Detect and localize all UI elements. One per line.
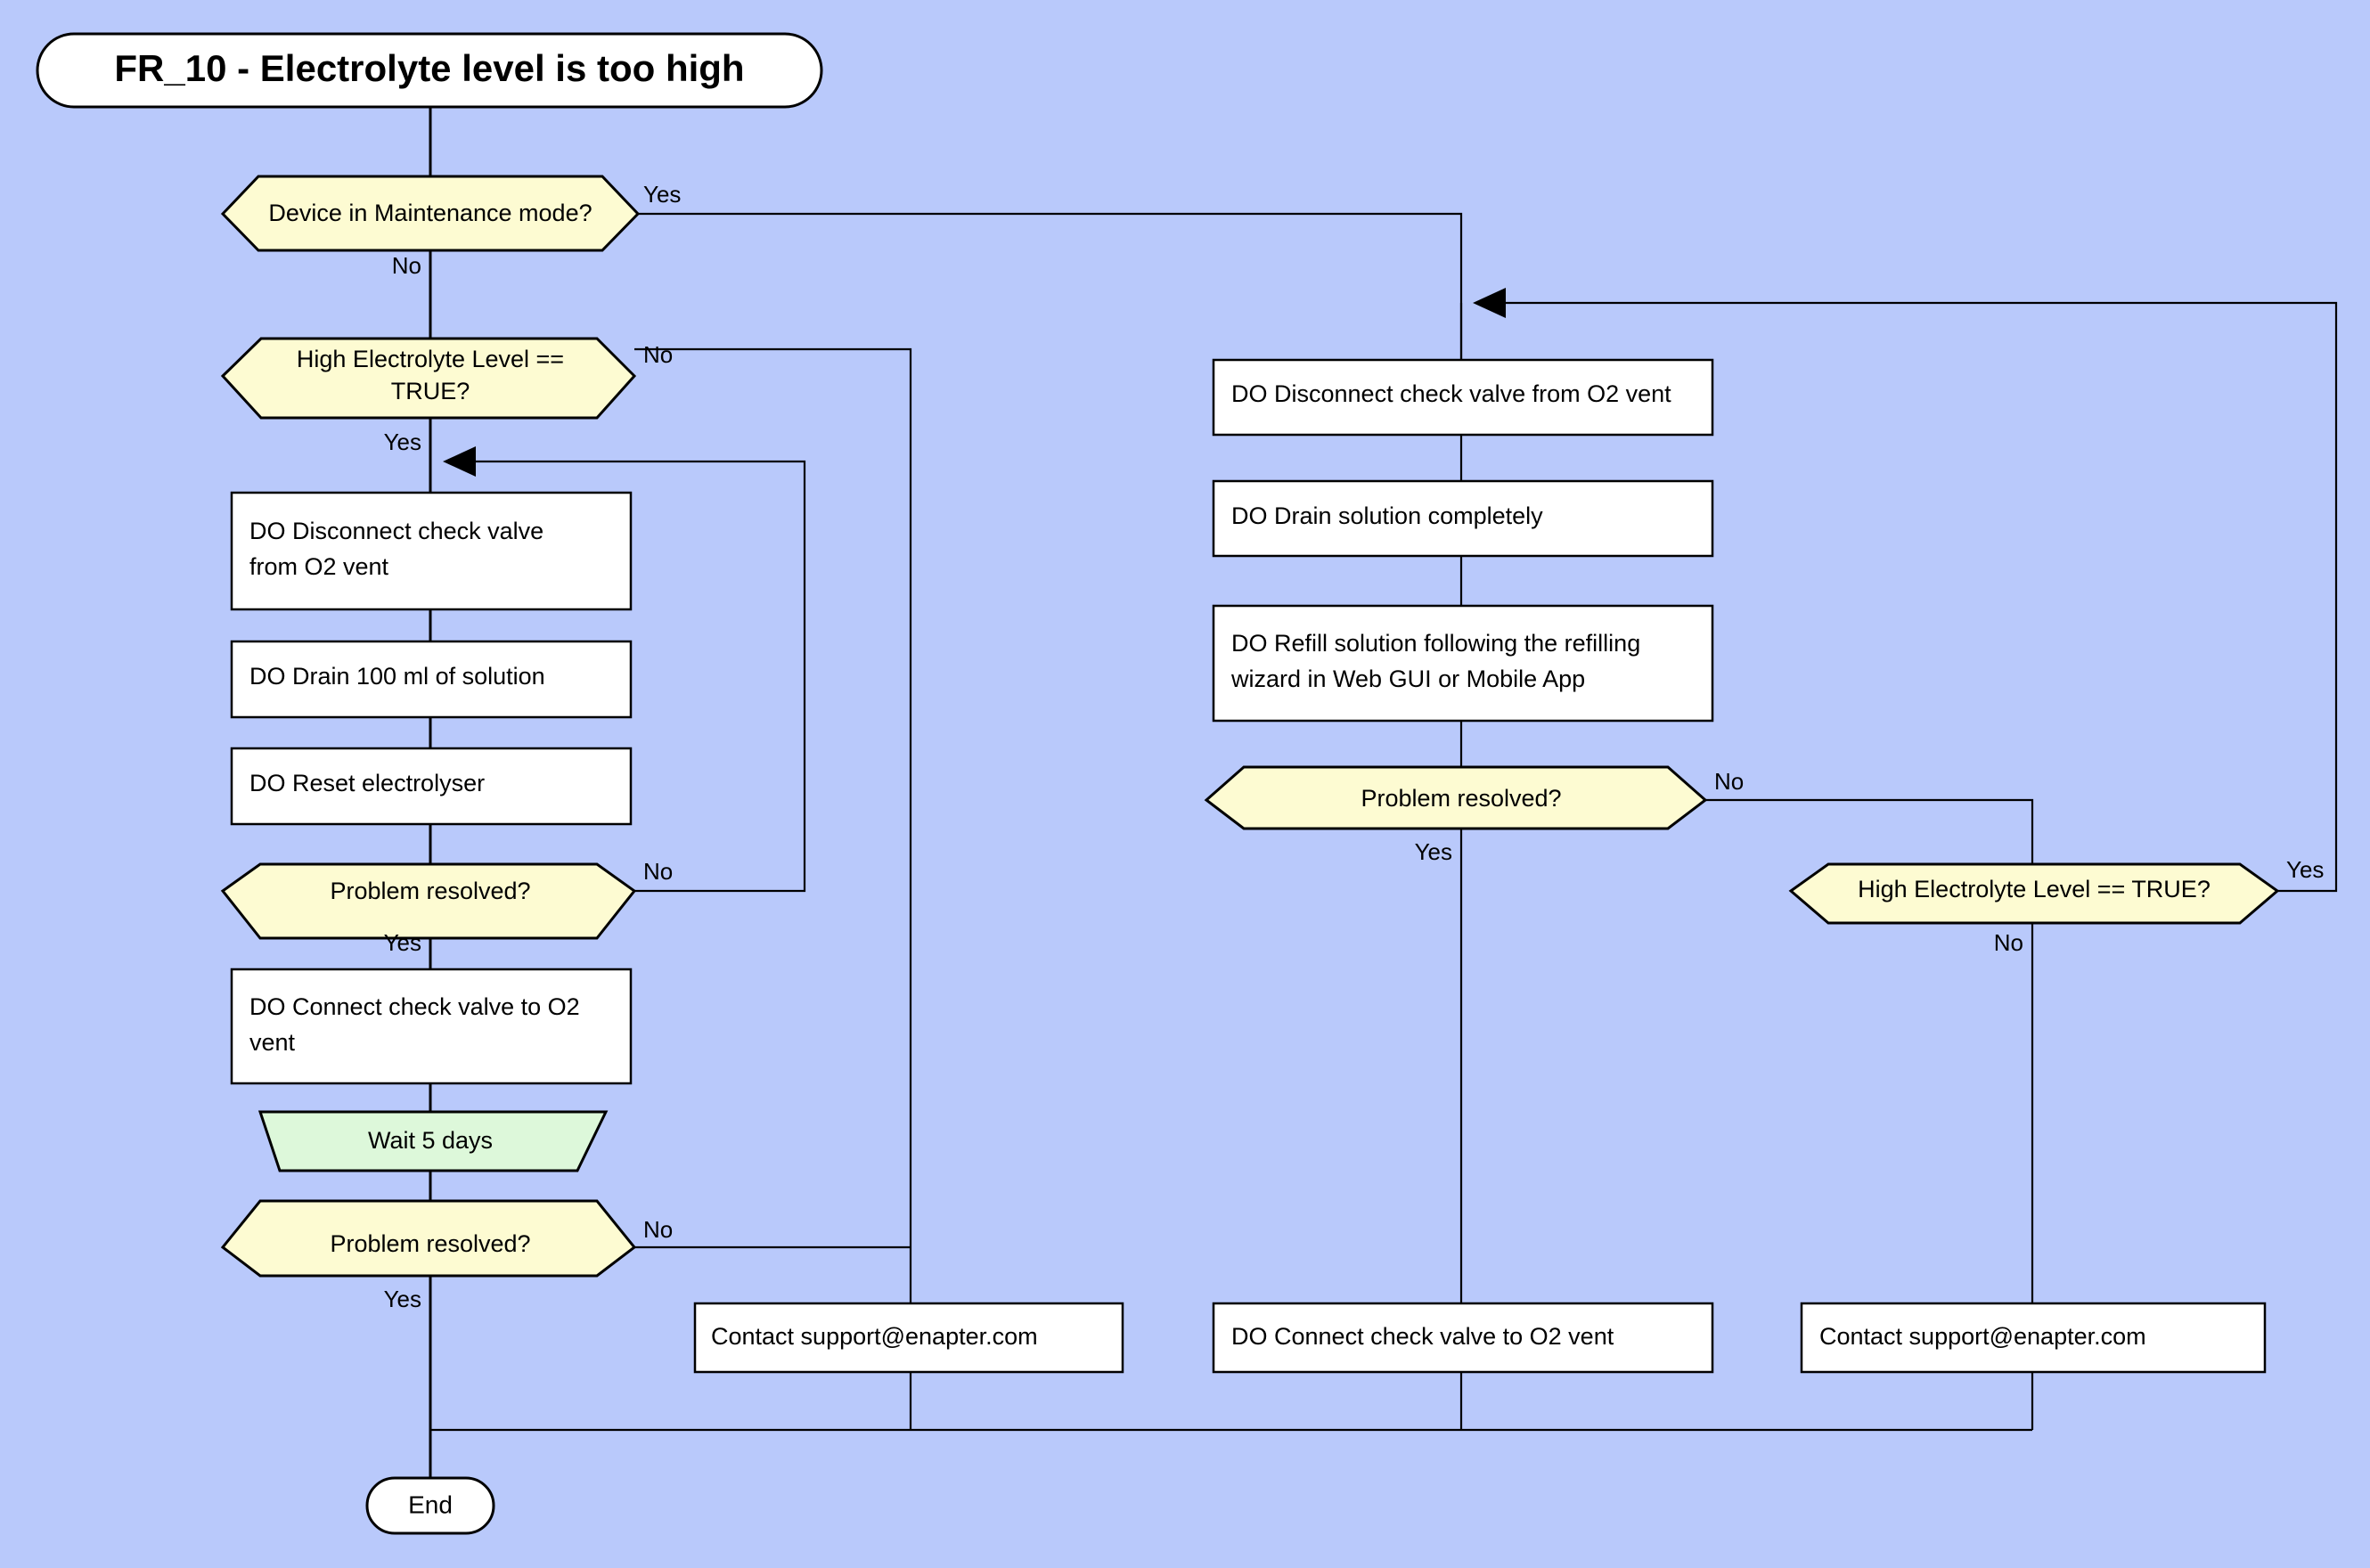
refill-solution-line2: wizard in Web GUI or Mobile App (1230, 666, 1585, 692)
disconnect-left-shape (230, 491, 633, 611)
edge-high-right-yes-loop (1475, 301, 2338, 893)
problem-resolved-1-label: Problem resolved? (330, 878, 530, 904)
contact-support-right-label: Contact support@enapter.com (1819, 1323, 2146, 1350)
connect-left-line1: DO Connect check valve to O2 (249, 993, 580, 1020)
refill-solution-shape (1212, 604, 1714, 723)
reset-electrolyser-shape (230, 747, 633, 826)
edge-label-resolved3-yes: Yes (1415, 838, 1452, 865)
node-reset-electrolyser[interactable]: DO Reset electrolyser (230, 747, 633, 826)
node-disconnect-right[interactable]: DO Disconnect check valve from O2 vent (1212, 358, 1714, 437)
node-contact-support-right[interactable]: Contact support@enapter.com (1800, 1302, 2267, 1374)
node-problem-resolved-3[interactable]: Problem resolved? (1204, 765, 1708, 830)
edge-resolved1-no-loop (445, 460, 806, 893)
disconnect-right-shape (1212, 358, 1714, 437)
high-electrolyte-left-line1: High Electrolyte Level == (297, 346, 564, 372)
edge-label-resolved2-yes: Yes (384, 1286, 421, 1312)
arrowhead-resolved1-loop (443, 446, 476, 477)
edge-label-high-left-yes: Yes (384, 429, 421, 455)
high-electrolyte-left-line2: TRUE? (391, 378, 470, 404)
end-shape (365, 1476, 495, 1535)
wait-5-days-label: Wait 5 days (368, 1127, 493, 1154)
refill-solution-line1: DO Refill solution following the refilli… (1231, 630, 1640, 657)
high-electrolyte-left-shape (220, 337, 637, 420)
high-electrolyte-right-shape (1788, 862, 2280, 925)
reset-electrolyser-label: DO Reset electrolyser (249, 770, 485, 796)
end-label: End (408, 1490, 453, 1518)
contact-support-left-shape (693, 1302, 1124, 1374)
edge-label-resolved3-no: No (1714, 768, 1744, 795)
connect-right-shape (1212, 1302, 1714, 1374)
node-connect-left[interactable]: DO Connect check valve to O2 vent (230, 968, 633, 1085)
edge-label-resolved2-no: No (643, 1216, 673, 1243)
disconnect-right-label: DO Disconnect check valve from O2 vent (1231, 380, 1671, 407)
contact-support-right-shape (1800, 1302, 2267, 1374)
drain-completely-shape (1212, 479, 1714, 558)
node-wait-5-days[interactable]: Wait 5 days (257, 1110, 609, 1172)
node-drain-completely[interactable]: DO Drain solution completely (1212, 479, 1714, 558)
device-maintenance-label: Device in Maintenance mode? (268, 200, 592, 226)
drain-completely-label: DO Drain solution completely (1231, 502, 1543, 529)
connect-left-line2: vent (249, 1029, 296, 1056)
device-maintenance-shape (220, 175, 641, 252)
problem-resolved-2-label: Problem resolved? (330, 1230, 530, 1257)
edge-high-left-no (634, 347, 912, 1303)
edge-maintenance-yes (638, 212, 1463, 360)
edge-label-resolved1-no: No (643, 858, 673, 885)
edge-label-high-right-no: No (1994, 929, 2023, 956)
problem-resolved-3-shape (1204, 765, 1708, 830)
node-connect-right[interactable]: DO Connect check valve to O2 vent (1212, 1302, 1714, 1374)
node-problem-resolved-2[interactable]: Problem resolved? (220, 1199, 637, 1278)
node-end[interactable]: End (365, 1476, 495, 1535)
node-drain-100ml[interactable]: DO Drain 100 ml of solution (230, 640, 633, 719)
node-high-electrolyte-right-decision[interactable]: High Electrolyte Level == TRUE? (1788, 862, 2280, 925)
drain-100ml-shape (230, 640, 633, 719)
edge-label-high-right-yes: Yes (2286, 856, 2324, 883)
node-problem-resolved-1[interactable]: Problem resolved? (220, 862, 637, 940)
edge-label-maintenance-yes: Yes (643, 181, 681, 208)
problem-resolved-3-label: Problem resolved? (1361, 785, 1561, 812)
start-label: FR_10 - Electrolyte level is too high (114, 47, 744, 89)
connect-right-label: DO Connect check valve to O2 vent (1231, 1323, 1614, 1350)
disconnect-left-line1: DO Disconnect check valve (249, 518, 543, 544)
wait-5-days-shape (257, 1110, 609, 1172)
edge-label-maintenance-no: No (392, 252, 421, 279)
node-disconnect-left[interactable]: DO Disconnect check valve from O2 vent (230, 491, 633, 611)
connect-left-shape (230, 968, 633, 1085)
node-contact-support-left[interactable]: Contact support@enapter.com (693, 1302, 1124, 1374)
node-device-maintenance-decision[interactable]: Device in Maintenance mode? (220, 175, 641, 252)
arrowhead-right-loop (1473, 288, 1506, 318)
problem-resolved-2-shape (220, 1199, 637, 1278)
start-shape (36, 32, 823, 109)
node-start[interactable]: FR_10 - Electrolyte level is too high (36, 32, 823, 109)
edge-resolved3-no (1705, 798, 2034, 864)
high-electrolyte-right-label: High Electrolyte Level == TRUE? (1858, 876, 2211, 902)
node-high-electrolyte-left-decision[interactable]: High Electrolyte Level == TRUE? (220, 337, 637, 420)
disconnect-left-line2: from O2 vent (249, 553, 389, 580)
contact-support-left-label: Contact support@enapter.com (711, 1323, 1038, 1350)
drain-100ml-label: DO Drain 100 ml of solution (249, 663, 545, 690)
node-refill-solution[interactable]: DO Refill solution following the refilli… (1212, 604, 1714, 723)
edge-label-resolved1-yes: Yes (384, 929, 421, 956)
edge-label-high-left-no: No (643, 341, 673, 368)
problem-resolved-1-shape (220, 862, 637, 940)
